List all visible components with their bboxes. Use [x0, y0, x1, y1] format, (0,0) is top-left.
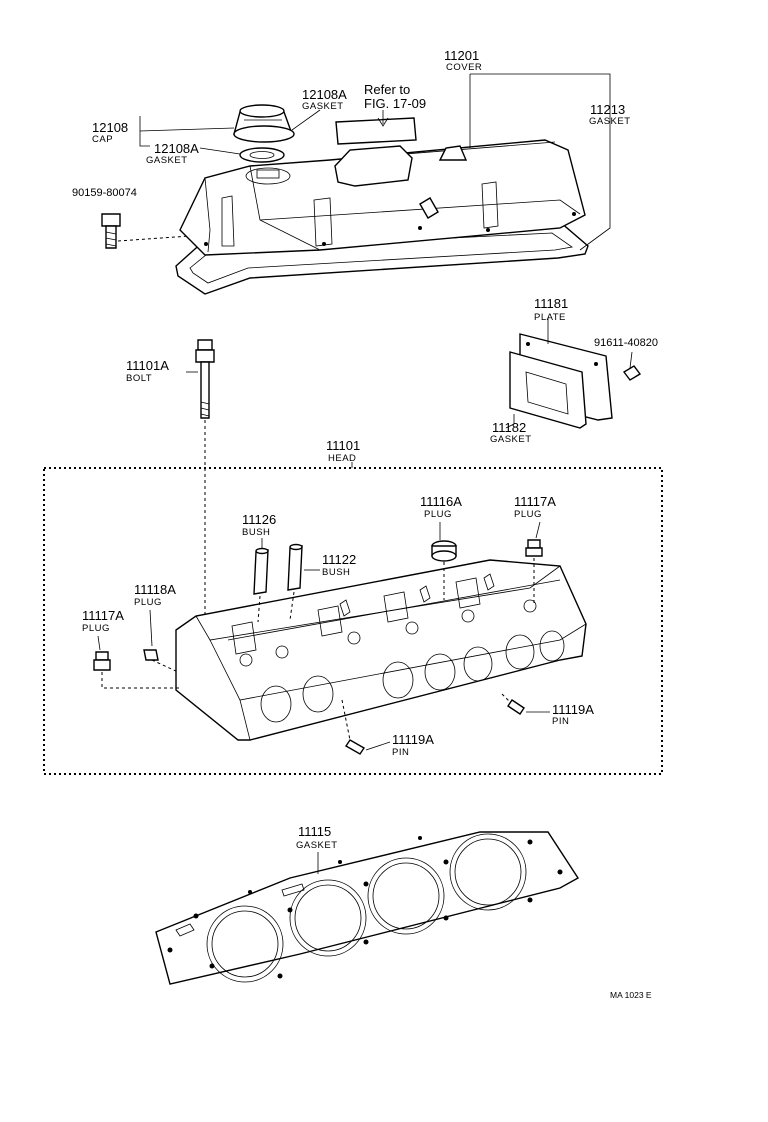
- plate-gasket-name: GASKET: [490, 434, 532, 445]
- cover-gasket-number: 11213: [590, 102, 625, 117]
- top-leader-lines: [139, 73, 611, 251]
- plug-116-number: 11116A: [420, 494, 462, 509]
- pin-bottom-name: PIN: [392, 747, 409, 758]
- bush-1-name: BUSH: [242, 527, 270, 538]
- pin-right-name: PIN: [552, 716, 569, 727]
- plug-117-right-number: 11117A: [514, 494, 556, 509]
- plate-name: PLATE: [534, 312, 566, 323]
- cover-name: COVER: [446, 62, 482, 73]
- pin-right-number: 11119A: [552, 702, 594, 717]
- head-gasket-drawing: [155, 831, 579, 985]
- cover-bolt-number: 90159-80074: [72, 187, 137, 199]
- bush-2-number: 11122: [322, 552, 356, 567]
- bush-1-number: 11126: [242, 512, 276, 527]
- plug-drawings: [93, 521, 543, 689]
- plug-117-left-name: PLUG: [82, 623, 110, 634]
- bush-drawings: [253, 538, 320, 623]
- drawing-code: MA 1023 E: [610, 990, 652, 1000]
- head-gasket-name: GASKET: [296, 840, 338, 851]
- callout-labels: 11201 COVER 12108A GASKET Refer to FIG. …: [72, 48, 658, 1000]
- plate-number: 11181: [534, 296, 568, 311]
- cap-number: 12108: [92, 120, 128, 135]
- head-gasket-number: 11115: [298, 824, 331, 839]
- oil-filler-cap-drawing: [233, 104, 295, 163]
- plug-117-right-name: PLUG: [514, 509, 542, 520]
- cap-name: CAP: [92, 134, 113, 145]
- refer-line-1: Refer to: [364, 82, 410, 97]
- valve-cover-drawing: [179, 139, 586, 256]
- head-group-box: [43, 467, 663, 775]
- cap-gasket-side-number: 12108A: [154, 141, 199, 156]
- cap-gasket-top-name: GASKET: [302, 101, 344, 112]
- cover-number: 11201: [444, 48, 479, 63]
- cylinder-head-drawing: [175, 559, 587, 741]
- plug-118-name: PLUG: [134, 597, 162, 608]
- head-bolt-number: 11101A: [126, 358, 169, 373]
- head-bolt-drawing: [186, 339, 215, 628]
- plate-assembly: [505, 318, 642, 429]
- pin-bottom-number: 11119A: [392, 732, 434, 747]
- cap-gasket-side-name: GASKET: [146, 155, 188, 166]
- cover-gasket-name: GASKET: [589, 116, 631, 127]
- head-bolt-name: BOLT: [126, 373, 152, 384]
- refer-line-2: FIG. 17-09: [364, 96, 426, 111]
- pin-drawings: [341, 693, 550, 755]
- plate-gasket-number: 11182: [492, 420, 526, 435]
- refer-plate-drawing: [335, 117, 417, 145]
- valve-cover-assembly: [101, 104, 589, 295]
- bush-2-name: BUSH: [322, 567, 350, 578]
- head-name: HEAD: [328, 453, 356, 464]
- plug-117-left-number: 11117A: [82, 608, 124, 623]
- plug-116-name: PLUG: [424, 509, 452, 520]
- plug-118-number: 11118A: [134, 582, 176, 597]
- head-number: 11101: [326, 438, 360, 453]
- cover-bolt-drawing: [101, 213, 191, 249]
- plate-screw-number: 91611-40820: [594, 337, 658, 349]
- cap-gasket-top-number: 12108A: [302, 87, 347, 102]
